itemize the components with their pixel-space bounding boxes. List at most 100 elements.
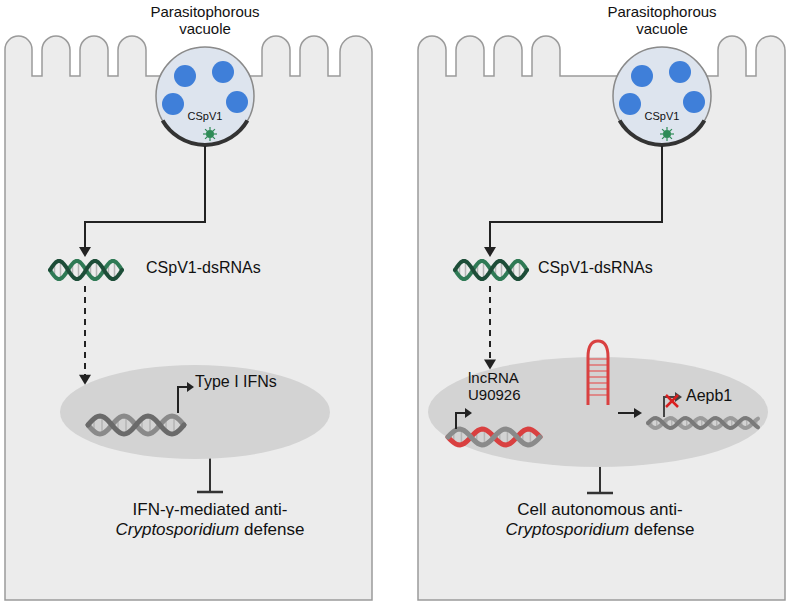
virus-spike — [209, 127, 210, 130]
gene-label: Aepb1 — [686, 387, 756, 405]
virus-spike — [660, 133, 663, 134]
dsrna-helix — [455, 261, 527, 279]
target-gene-helix — [648, 418, 758, 428]
edge-label: CSpV1-dsRNAs — [146, 259, 261, 277]
signal-line — [85, 146, 205, 248]
parasite-body — [669, 61, 691, 83]
repression-arrowhead — [634, 408, 642, 418]
helix-strand — [648, 418, 758, 428]
outcome-label: Cell autonomous anti-Cryptosporidium def… — [505, 500, 695, 539]
virus-spike — [670, 137, 672, 139]
parasite-body — [619, 93, 641, 115]
vacuole-feeder-arc — [163, 121, 248, 145]
virus-spike — [203, 133, 206, 134]
promoter-arrowhead — [187, 382, 194, 392]
parasite-body — [226, 91, 248, 113]
virus-spike — [662, 137, 664, 139]
dna-helix — [88, 416, 184, 434]
edge-label: CSpV1-dsRNAs — [538, 259, 653, 277]
signal-dashed-line — [489, 286, 491, 361]
helix-strand — [88, 416, 184, 434]
helix-strand — [50, 261, 122, 279]
lncrna-gene-helix — [448, 429, 540, 445]
virus-spike — [213, 137, 215, 139]
nucleus-body — [428, 357, 768, 467]
gene-label: Type I IFNs — [195, 373, 315, 391]
parasitophorous-vacuole: Parasitophorous vacuoleCSpV1 — [155, 46, 255, 146]
italic-term: Cryptosporidium — [506, 520, 630, 539]
virus-spike — [205, 129, 207, 131]
parasitophorous-vacuole-outline — [612, 46, 712, 146]
signal-dashed-line — [84, 286, 86, 376]
virus-spike — [214, 133, 217, 134]
vacuole-membrane — [613, 47, 711, 145]
hairpin-rung — [588, 394, 608, 396]
signal-line — [490, 146, 662, 248]
promoter-arrowhead — [465, 408, 472, 418]
inhibition-bar — [197, 458, 223, 492]
hairpin-strand — [588, 341, 608, 405]
hairpin-rung — [588, 376, 608, 378]
parasitophorous-vacuole-outline — [155, 46, 255, 146]
virus-spike — [666, 127, 667, 130]
inhibition-cap — [587, 492, 613, 495]
arrowhead — [484, 247, 496, 257]
parasite-body — [174, 65, 196, 87]
vacuole-heading: Parasitophorous vacuole — [597, 3, 727, 38]
inhibition-line — [209, 458, 211, 492]
hairpin-rung — [588, 364, 608, 366]
parasite-body — [683, 91, 705, 113]
virus-icon — [203, 127, 217, 141]
virus-core — [663, 130, 671, 138]
virus-spike — [205, 137, 207, 139]
vacuole-membrane — [156, 47, 254, 145]
nucleus-body — [60, 365, 330, 459]
vacuole-heading: Parasitophorous vacuole — [140, 3, 270, 38]
helix-strand — [455, 261, 527, 279]
signal-arrow — [484, 146, 662, 370]
hairpin-rung — [588, 382, 608, 384]
blocked-mark — [666, 395, 678, 407]
helix-strand — [88, 416, 184, 434]
parasite-body — [162, 93, 184, 115]
parasitophorous-vacuole: Parasitophorous vacuoleCSpV1 — [612, 46, 712, 146]
helix-strand — [455, 261, 527, 279]
dsrna-helix — [50, 261, 122, 279]
virus-spike — [670, 129, 672, 131]
virus-spike — [662, 129, 664, 131]
inhibition-cap — [197, 491, 223, 494]
hairpin-rung — [588, 388, 608, 390]
promoter-arrow — [456, 413, 466, 429]
virus-name: CSpV1 — [632, 110, 692, 123]
italic-term: Cryptosporidium — [116, 520, 240, 539]
hairpin-rung — [588, 358, 608, 360]
helix-strand — [448, 429, 540, 445]
virus-spike — [209, 138, 210, 141]
arrowhead — [79, 247, 91, 257]
hairpin-rung — [588, 370, 608, 372]
virus-name: CSpV1 — [175, 110, 235, 123]
outcome-label: IFN-γ-mediated anti-Cryptosporidium defe… — [110, 500, 310, 539]
virus-core — [206, 130, 214, 138]
promoter-arrow — [178, 387, 188, 413]
helix-strand — [448, 429, 540, 445]
parasite-body — [212, 61, 234, 83]
cells — [5, 36, 785, 600]
epithelial-cell — [5, 36, 372, 600]
repression-arrow — [618, 412, 636, 414]
virus-spike — [213, 129, 215, 131]
lncrna-hairpin — [588, 341, 608, 405]
helix-strand — [50, 261, 122, 279]
nucleus: lncRNA U90926Aepb1 — [428, 357, 768, 467]
parasite-body — [631, 65, 653, 87]
epithelial-cell — [418, 36, 785, 600]
blocked-mark — [666, 395, 678, 407]
virus-icon — [660, 127, 674, 141]
helix-strand — [648, 418, 758, 428]
inhibition-bar — [587, 466, 613, 493]
arrowhead — [79, 375, 91, 385]
vacuole-feeder-arc — [620, 121, 705, 145]
arrowhead — [484, 360, 496, 370]
